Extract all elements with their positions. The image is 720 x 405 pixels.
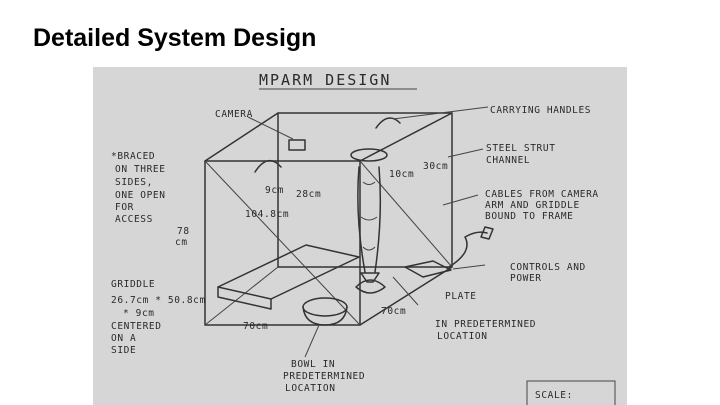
label-braced-6: ACCESS	[115, 214, 153, 225]
frame-edge-tl	[204, 112, 279, 162]
label-griddle-6: SIDE	[111, 345, 136, 356]
label-dim-9: 9cm	[265, 185, 284, 196]
frame-edge-bl	[204, 266, 279, 326]
label-bowl-1: BOWL IN	[291, 359, 335, 370]
label-dim-104: 104.8cm	[245, 209, 289, 220]
label-steel-channel: CHANNEL	[486, 155, 530, 166]
label-griddle-5: ON A	[111, 333, 136, 344]
scale-box	[526, 380, 616, 405]
label-steel-strut: STEEL STRUT	[486, 143, 556, 154]
frame-edge-br	[359, 266, 453, 326]
griddle	[217, 244, 360, 310]
leader-cables	[442, 194, 479, 206]
camera-icon	[288, 139, 306, 151]
bowl	[302, 297, 348, 326]
leader-plate	[392, 276, 419, 306]
label-scale: SCALE:	[535, 390, 573, 401]
leader-bowl	[304, 324, 320, 358]
label-dim-10: 10cm	[389, 169, 414, 180]
leader-controls	[452, 264, 486, 270]
label-dim-78: 78	[177, 226, 190, 237]
label-bowl-2: PREDETERMINED	[283, 371, 365, 382]
label-cables-3: BOUND TO FRAME	[485, 211, 573, 222]
label-braced-2: ON THREE	[115, 164, 166, 175]
box-frame	[204, 112, 453, 326]
label-cables-2: ARM AND GRIDDLE	[485, 200, 580, 211]
carrying-handle-top	[375, 117, 401, 129]
label-griddle-1: GRIDDLE	[111, 279, 155, 290]
label-cables-1: CABLES FROM CAMERA	[485, 189, 599, 200]
brace-side	[359, 160, 453, 268]
label-bowl-3: LOCATION	[285, 383, 336, 394]
label-dim-78-unit: cm	[175, 237, 188, 248]
design-sketch: MPARM DESIGN	[93, 67, 627, 405]
sketch-canvas: MPARM DESIGN	[93, 67, 627, 405]
label-dim-70-side: 70cm	[381, 306, 406, 317]
label-griddle-4: CENTERED	[111, 321, 162, 332]
label-camera: CAMERA	[215, 109, 253, 120]
power-plug-icon	[480, 226, 494, 240]
leader-camera	[247, 116, 294, 140]
label-carrying-handles: CARRYING HANDLES	[490, 105, 591, 116]
camera-arm	[350, 148, 388, 294]
leader-handles	[392, 106, 489, 120]
label-controls-2: POWER	[510, 273, 542, 284]
label-dim-28: 28cm	[296, 189, 321, 200]
label-plate-1: PLATE	[445, 291, 477, 302]
label-braced-1: *BRACED	[111, 151, 155, 162]
brace-front	[204, 160, 361, 326]
label-controls-1: CONTROLS AND	[510, 262, 586, 273]
leader-strut	[447, 148, 484, 158]
label-plate-2: IN PREDETERMINED	[435, 319, 536, 330]
slide-title: Detailed System Design	[33, 24, 317, 52]
label-braced-4: ONE OPEN	[115, 190, 166, 201]
label-dim-70-front: 70cm	[243, 321, 268, 332]
label-plate-3: LOCATION	[437, 331, 488, 342]
label-griddle-2: 26.7cm * 50.8cm	[111, 295, 206, 306]
carrying-handle-side	[254, 159, 282, 173]
label-griddle-3: * 9cm	[123, 308, 155, 319]
label-braced-5: FOR	[115, 202, 134, 213]
label-dim-30: 30cm	[423, 161, 448, 172]
power-cable	[448, 231, 488, 268]
controls-box	[404, 260, 452, 278]
drawing-heading: MPARM DESIGN	[259, 71, 391, 89]
frame-edge-tr	[359, 112, 453, 162]
label-braced-3: SIDES,	[115, 177, 153, 188]
